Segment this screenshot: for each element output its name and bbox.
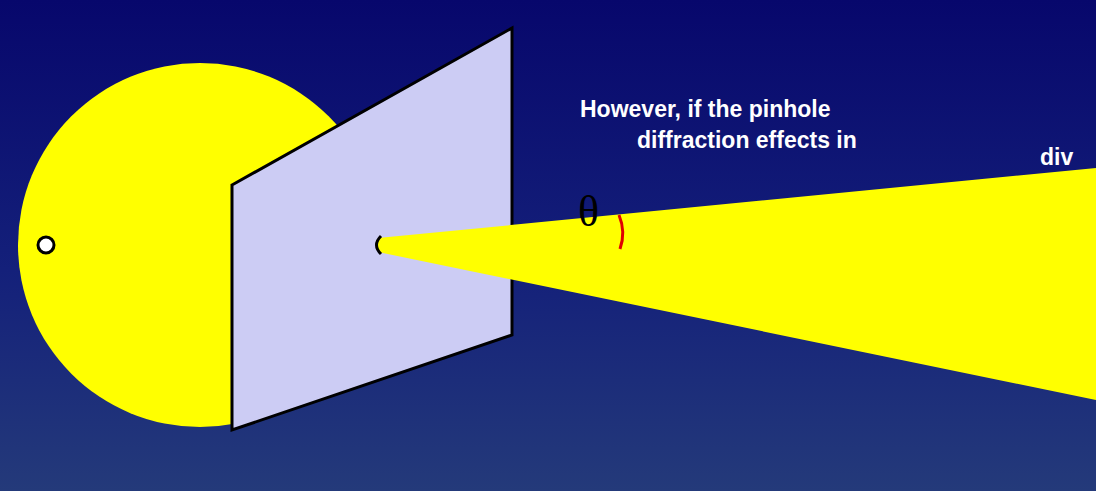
note-text: However, if the pinhole — [580, 96, 830, 122]
note-text: div — [1040, 144, 1073, 170]
pinhole — [377, 236, 382, 254]
screen-plane — [232, 28, 512, 430]
diffracted-beam — [378, 168, 1096, 400]
angle-arc — [619, 215, 623, 249]
angle-label: θ — [578, 190, 599, 234]
source-point — [38, 237, 54, 253]
note-text: diffraction effects in — [637, 127, 857, 153]
